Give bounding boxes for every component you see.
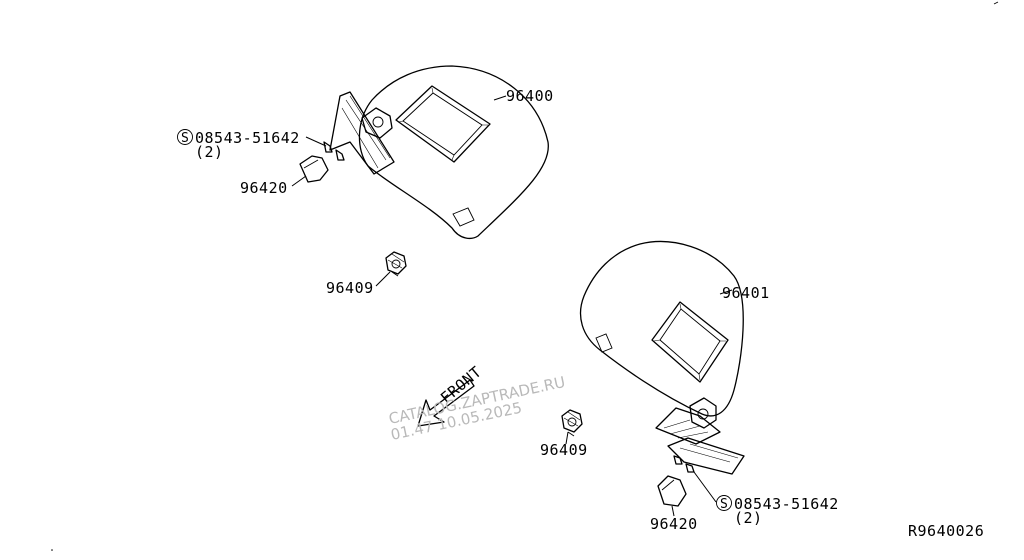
label-96401: 96401 xyxy=(722,284,770,302)
watermark: CATALOG.ZAPTRADE.RU 01.47 10.05.2025 xyxy=(387,373,567,444)
right-visor-holder xyxy=(561,409,583,445)
left-screws xyxy=(305,136,345,161)
label-96420-left: 96420 xyxy=(240,179,288,197)
label-96420-right: 96420 xyxy=(650,515,698,533)
right-cover xyxy=(657,475,687,517)
front-arrow xyxy=(417,379,475,427)
screw-label-right: S 08543-51642 (2) xyxy=(716,495,839,527)
screw-symbol-left: S xyxy=(181,131,189,146)
corner-mark xyxy=(993,1,999,5)
label-96409-left: 96409 xyxy=(326,279,374,297)
label-screw-right-qty: (2) xyxy=(734,509,763,527)
left-visor-holder xyxy=(375,251,407,287)
label-screw-left: 08543-51642 xyxy=(195,129,300,147)
right-visor-hinge xyxy=(655,397,721,445)
label-96400: 96400 xyxy=(506,87,554,105)
label-screw-left-qty: (2) xyxy=(195,143,224,161)
label-96409-right: 96409 xyxy=(540,441,588,459)
left-sun-visor xyxy=(358,65,549,240)
screw-label-left: S 08543-51642 (2) xyxy=(177,129,300,161)
screw-symbol-right: S xyxy=(720,497,728,512)
corner-dot xyxy=(51,549,53,551)
diagram-code: R9640026 xyxy=(908,522,984,540)
right-sun-visor xyxy=(579,240,744,417)
right-bracket xyxy=(667,437,745,475)
left-visor-hinge xyxy=(329,91,395,175)
right-screws xyxy=(673,455,717,503)
label-screw-right: 08543-51642 xyxy=(734,495,839,513)
left-cover xyxy=(291,155,329,187)
